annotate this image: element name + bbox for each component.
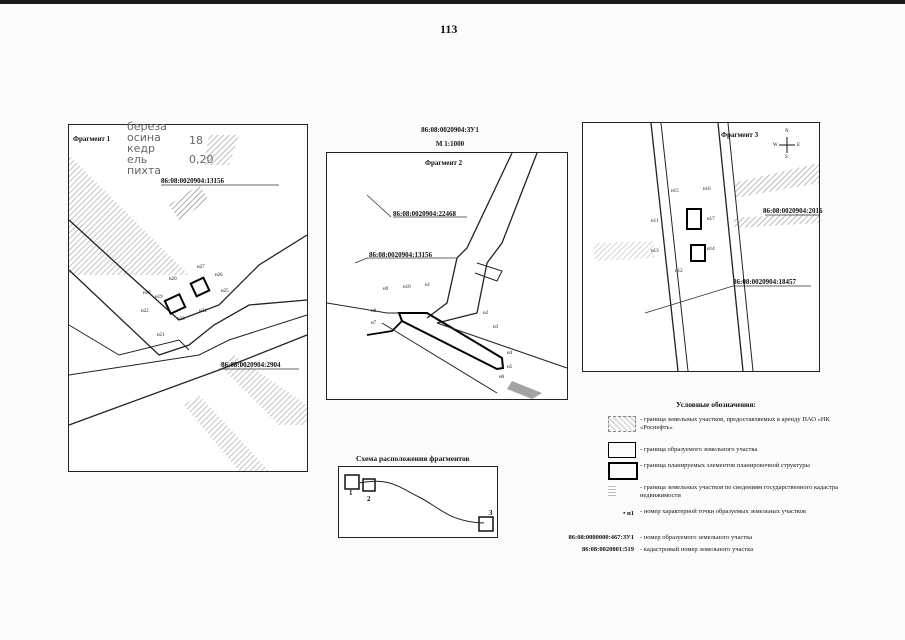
point-label: н16 — [703, 187, 711, 192]
legend-swatch-new-plot — [608, 442, 636, 458]
point-label: н17 — [707, 217, 715, 222]
point-label: н19 — [155, 295, 163, 300]
point-label: н27 — [197, 265, 205, 270]
point-label: н25 — [221, 289, 229, 294]
scheme-label: 3 — [489, 509, 493, 517]
legend-text: - граница планируемых элементов планиров… — [640, 462, 810, 469]
fragment-2-map: Фрагмент 2 86:08:0020904:22468 86:08:002… — [326, 152, 568, 400]
scheme-label: 1 — [349, 489, 353, 497]
point-label: н2 — [483, 311, 489, 316]
legend-text: - номер образуемого земельного участка — [640, 534, 753, 541]
point-label: н14 — [707, 247, 715, 252]
point-label: н1 — [425, 283, 431, 288]
page-top-rule — [0, 0, 905, 4]
fragment-3-map: Фрагмент 3 N E S W 86:08:0020904:2016 86… — [582, 122, 823, 372]
scheme-title: Схема расположения фрагментов — [356, 454, 470, 463]
side-value: 18 — [189, 134, 203, 147]
fragment-2-title: Фрагмент 2 — [425, 159, 463, 167]
fragment-1-title: Фрагмент 1 — [73, 135, 111, 143]
legend-swatch-lease — [608, 416, 636, 432]
point-label: н10 — [403, 285, 411, 290]
compass-e: E — [797, 143, 801, 148]
species-label: береза — [127, 120, 167, 133]
point-label: н5 — [507, 365, 513, 370]
species-label: кедр — [127, 142, 155, 155]
point-label: н4 — [507, 351, 513, 356]
legend-code: 86:08:0000000:467:ЗУ1 — [568, 534, 634, 541]
point-label: н8 — [371, 309, 377, 314]
point-label: н6 — [499, 375, 505, 380]
point-label: н11 — [651, 219, 659, 224]
point-label: н18 — [143, 291, 151, 296]
side-value: 0,20 — [189, 153, 214, 166]
compass-s: S — [785, 155, 788, 160]
cadastral-number: 86:08:0020904:18457 — [733, 278, 796, 286]
species-label: пихта — [127, 164, 161, 177]
compass-w: W — [773, 143, 778, 148]
legend-text: - граница образуемого земельного участка — [640, 446, 758, 453]
point-label: н22 — [141, 309, 149, 314]
cadastral-number: 86:08:0020904:2016 — [763, 207, 823, 215]
legend-text: - граница земельных участков по сведения… — [640, 484, 839, 499]
legend-text: - граница земельных участков, предоставл… — [640, 416, 830, 431]
point-label: н23 — [177, 317, 185, 322]
scheme-map: 1 2 3 — [338, 466, 498, 538]
scheme-label: 2 — [367, 495, 371, 503]
cadastral-number: 86:08:0020904:13156 — [161, 177, 224, 185]
point-label: н13 — [651, 249, 659, 254]
species-label: осина — [127, 131, 161, 144]
fragment-1-drawing — [68, 135, 308, 471]
point-label: н7 — [371, 321, 377, 326]
legend-swatch-cadastre — [608, 484, 616, 496]
cadastral-number: 86:08:0020904:22468 — [393, 210, 456, 218]
point-label: н12 — [675, 269, 683, 274]
legend-text: - номер характерной точки образуемых зем… — [640, 508, 806, 515]
cadastral-number: 86:08:0020904:2904 — [221, 361, 281, 369]
legend-swatch-planning — [608, 462, 638, 480]
legend-code: 86:08:0020801:519 — [582, 546, 634, 553]
point-label: н20 — [169, 277, 177, 282]
compass-n: N — [785, 129, 789, 134]
scheme-drawing — [344, 474, 494, 532]
fragment-3-title: Фрагмент 3 — [721, 131, 759, 139]
point-label: н21 — [157, 333, 165, 338]
point-label: н15 — [671, 189, 679, 194]
fragment-1-map: Фрагмент 1 береза осина кедр ель пихта 1… — [68, 120, 308, 472]
page-number: 113 — [440, 22, 458, 36]
species-label: ель — [127, 153, 148, 166]
point-label: н9 — [383, 287, 389, 292]
point-label: н3 — [493, 325, 499, 330]
fragment-2-drawing — [326, 152, 568, 399]
point-label: н24 — [199, 309, 207, 314]
fragment-3-drawing — [593, 122, 819, 372]
legend-text: - кадастровый номер земельного участка — [640, 546, 754, 553]
scale-heading: М 1:1000 — [435, 140, 465, 148]
legend-title: Условные обозначения: — [676, 400, 756, 409]
legend-code: • н1 — [623, 510, 634, 517]
cadastral-number: 86:08:0020904:13156 — [369, 251, 432, 259]
plot-id-heading: 86:08:0020904:ЗУ1 — [421, 126, 479, 134]
point-label: н26 — [215, 273, 223, 278]
